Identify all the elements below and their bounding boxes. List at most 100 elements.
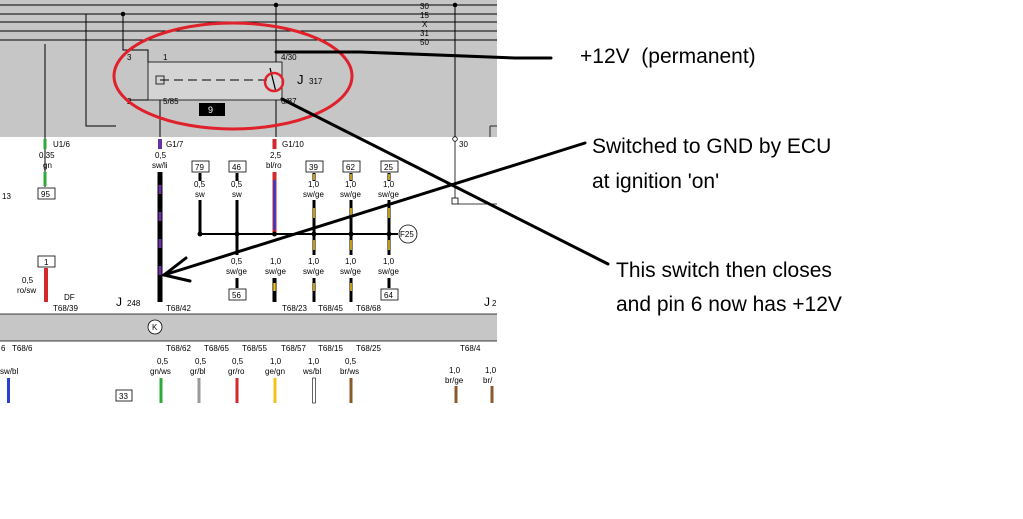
ecu-pin-t68-23: T68/23 <box>282 304 307 313</box>
relay-highlight-ellipse <box>112 21 354 131</box>
box-46: 46 <box>232 163 241 172</box>
relay-id-prefix: J <box>297 72 304 87</box>
svg-text:T68/55: T68/55 <box>242 344 267 353</box>
svg-text:T68/4: T68/4 <box>460 344 481 353</box>
svg-text:1,0: 1,0 <box>345 180 357 189</box>
connector-box-64 <box>380 288 399 301</box>
svg-text:sw/ge: sw/ge <box>303 190 324 199</box>
svg-text:1,0: 1,0 <box>383 257 395 266</box>
relay-id-number: 317 <box>309 77 323 86</box>
color-g1-10: bl/ro <box>266 161 282 170</box>
svg-text:gr/ro: gr/ro <box>228 367 245 376</box>
svg-text:T68/15: T68/15 <box>318 344 343 353</box>
svg-text:0,5: 0,5 <box>345 357 357 366</box>
ground-symbol <box>147 319 163 335</box>
upper-wires <box>43 137 277 187</box>
relay-position-badge <box>199 103 225 116</box>
svg-text:sw: sw <box>195 190 205 199</box>
svg-text:sw/ge: sw/ge <box>303 267 324 276</box>
svg-text:1,0: 1,0 <box>270 357 282 366</box>
pin-g1-7: G1/7 <box>166 140 184 149</box>
ecu-pin-t68-68: T68/68 <box>356 304 381 313</box>
relay-pin-5: 5/85 <box>163 97 179 106</box>
wire-bl-ro <box>272 172 277 232</box>
size-df: 0,5 <box>22 276 34 285</box>
svg-text:1,0: 1,0 <box>308 180 320 189</box>
svg-text:sw/ge: sw/ge <box>378 190 399 199</box>
svg-text:T68/6: T68/6 <box>12 344 33 353</box>
relay-body <box>147 61 283 101</box>
annotation-gnd-line2: at ignition 'on' <box>592 170 719 193</box>
annotation-arrows <box>160 50 610 283</box>
size-g1-10: 2,5 <box>270 151 282 160</box>
ecu-pin-t68-45: T68/45 <box>318 304 343 313</box>
color-u1-6: gn <box>43 161 52 170</box>
box-39: 39 <box>309 163 318 172</box>
svg-text:0,5: 0,5 <box>195 357 207 366</box>
right-side-details <box>451 125 497 205</box>
svg-text:sw/ge: sw/ge <box>265 267 286 276</box>
contact-highlight-circle <box>263 71 285 93</box>
wire-sw-li <box>157 172 163 302</box>
svg-text:br/: br/ <box>483 376 493 385</box>
lower-mid-wire-labels: 0,5 sw/ge 1,0 sw/ge 1,0 sw/ge 1,0 sw/ge … <box>226 257 399 276</box>
box-row-top: 79 46 39 62 25 <box>191 160 399 173</box>
arrow-gnd <box>162 141 587 277</box>
ecu-id-number: 248 <box>127 299 141 308</box>
bus-label-30: 30 <box>420 2 429 11</box>
svg-text:sw/bl: sw/bl <box>0 367 18 376</box>
relay-coil-symbol <box>155 75 165 85</box>
svg-text:1,0: 1,0 <box>308 357 320 366</box>
bottom-wire-labels: 6 sw/bl T68/6 T68/62 0,5 gn/ws T68/65 0,… <box>0 344 497 385</box>
pin-g1-10: G1/10 <box>282 140 304 149</box>
upper-wire-labels: U1/6 0,35 gn 95 G1/7 0,5 sw/li G1/10 2,5… <box>2 140 468 201</box>
svg-text:sw/ge: sw/ge <box>340 267 361 276</box>
box-25: 25 <box>384 163 393 172</box>
ecu-right-number: 2 <box>492 299 497 308</box>
bus-label-15: 15 <box>420 11 429 20</box>
svg-text:sw/ge: sw/ge <box>226 267 247 276</box>
left-number-13: 13 <box>2 192 11 201</box>
connector-box-56 <box>228 288 247 301</box>
bottom-wires <box>7 377 494 404</box>
svg-text:sw: sw <box>232 190 242 199</box>
box-62: 62 <box>346 163 355 172</box>
fuse-f25-label: F25 <box>400 230 414 239</box>
box-33-label: 33 <box>119 392 128 401</box>
svg-text:sw/ge: sw/ge <box>378 267 399 276</box>
box-row-top-wire-labels: 0,5 sw 0,5 sw 1,0 sw/ge 1,0 sw/ge 1,0 sw… <box>194 180 399 199</box>
svg-text:T68/57: T68/57 <box>281 344 306 353</box>
ecu-right-prefix: J <box>484 295 490 309</box>
svg-text:ge/gn: ge/gn <box>265 367 285 376</box>
ecu-id-prefix: J <box>116 295 122 309</box>
relay-pin-1: 1 <box>163 53 168 62</box>
harness-wires <box>198 200 391 255</box>
bus-labels: 30 15 X 31 50 <box>420 2 429 47</box>
lower-mid-wires <box>235 278 391 302</box>
box-wires-top <box>198 173 391 181</box>
wire-df: 1 0,5 ro/sw DF <box>17 255 75 302</box>
color-df: ro/sw <box>17 286 36 295</box>
svg-text:T68/65: T68/65 <box>204 344 229 353</box>
arrow-switch-closes <box>280 97 610 266</box>
bus-label-31: 31 <box>420 29 429 38</box>
box-95-label: 95 <box>41 190 50 199</box>
pin-u1-6: U1/6 <box>53 140 70 149</box>
relay-contact <box>269 67 277 93</box>
svg-text:0,5: 0,5 <box>194 180 206 189</box>
svg-text:1,0: 1,0 <box>270 257 282 266</box>
box-64-label: 64 <box>384 291 393 300</box>
size-u1-6: 0,35 <box>39 151 55 160</box>
bus-label-x: X <box>422 20 428 29</box>
fuse-f25 <box>398 224 418 244</box>
box-56-label: 56 <box>232 291 241 300</box>
svg-text:gr/bl: gr/bl <box>190 367 206 376</box>
ecu-pin-t68-39: T68/39 <box>53 304 78 313</box>
svg-text:ws/bl: ws/bl <box>302 367 321 376</box>
relay-pin-4: 4/30 <box>281 53 297 62</box>
svg-text:br/ws: br/ws <box>340 367 359 376</box>
size-g1-7: 0,5 <box>155 151 167 160</box>
ecu-pin-labels: J 248 T68/39 T68/42 T68/23 T68/45 T68/68… <box>53 295 497 313</box>
svg-text:T68/25: T68/25 <box>356 344 381 353</box>
annotation-switch-line2: and pin 6 now has +12V <box>616 293 842 316</box>
